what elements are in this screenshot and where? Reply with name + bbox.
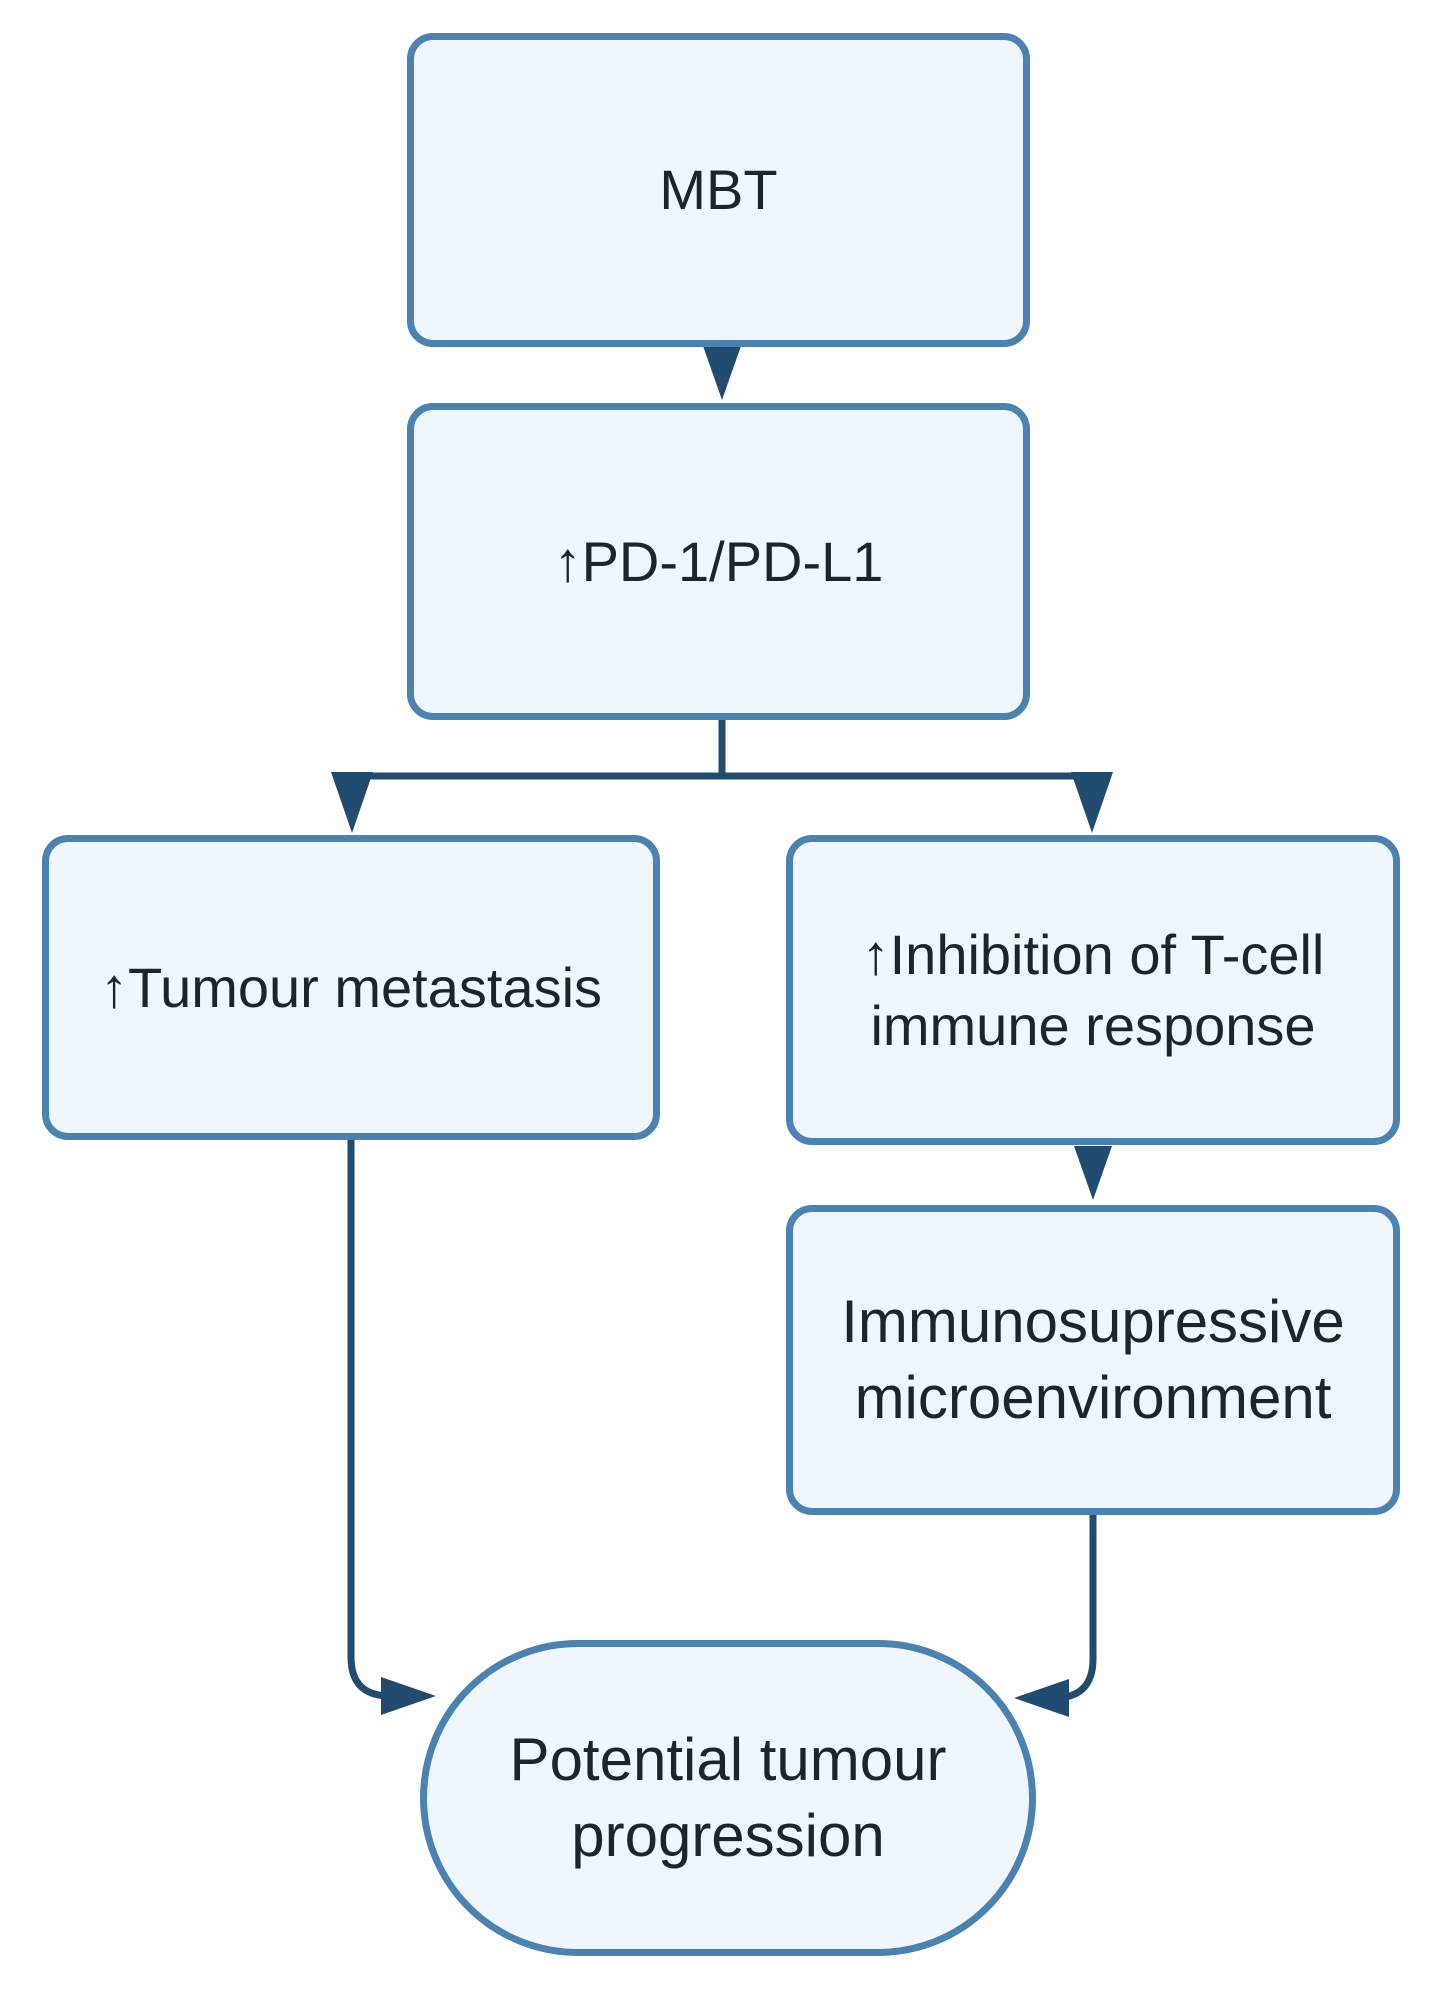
arrow-tcell-to-immunosuppressive: [1074, 1146, 1112, 1200]
node-mbt: MBT: [407, 33, 1030, 347]
node-tcell-inhibition-label: ↑Inhibition of T-cell immune response: [861, 922, 1325, 1057]
arrow-mbt-to-pd: [703, 346, 741, 400]
arrow-pd-to-tumour-metastasis: [331, 772, 373, 833]
node-progression-label: Potential tumour progression: [509, 1725, 947, 1869]
edge-tumour-to-progression: [347, 1140, 391, 1700]
arrow-immunosuppressive-to-progression: [1014, 1679, 1069, 1717]
node-potential-tumour-progression: Potential tumour progression: [420, 1640, 1036, 1956]
arrow-pd-to-tcell-inhibition: [1071, 772, 1113, 833]
node-immunosuppressive-microenvironment: Immunosupressive microenvironment: [786, 1205, 1400, 1515]
node-pd1-pdl1-label: ↑PD-1/PD-L1: [553, 529, 884, 593]
node-tcell-inhibition: ↑Inhibition of T-cell immune response: [786, 835, 1400, 1145]
node-mbt-label: MBT: [659, 158, 778, 222]
node-tumour-metastasis-label: ↑Tumour metastasis: [99, 955, 603, 1019]
node-tumour-metastasis: ↑Tumour metastasis: [42, 835, 660, 1140]
arrow-tumour-to-progression: [381, 1677, 436, 1715]
edge-immunosuppressive-to-progression: [1053, 1513, 1097, 1702]
node-immunosuppressive-label: Immunosupressive microenvironment: [841, 1287, 1345, 1431]
node-pd1-pdl1: ↑PD-1/PD-L1: [407, 403, 1030, 720]
